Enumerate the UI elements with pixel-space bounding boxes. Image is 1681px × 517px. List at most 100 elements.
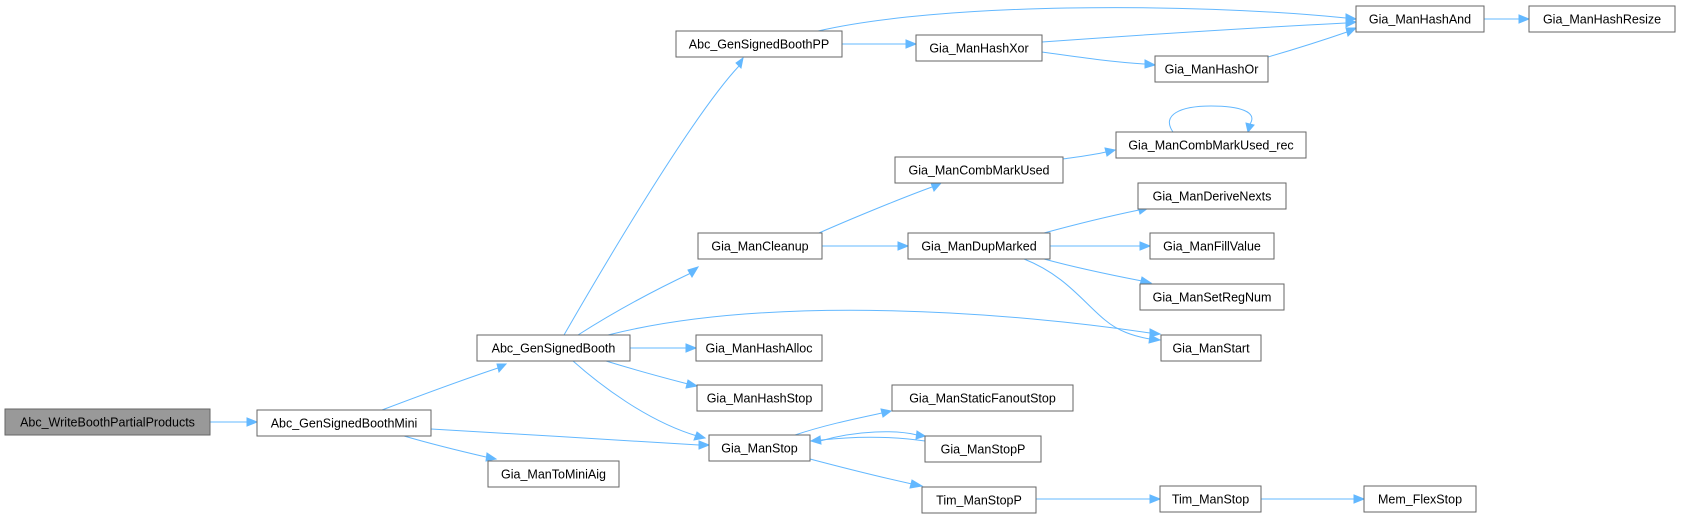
node-box[interactable] [1528, 5, 1676, 33]
edge-dupmarked-to-fillvalue [1050, 241, 1152, 251]
node-box[interactable] [907, 232, 1051, 260]
edge-line [1062, 151, 1107, 160]
node-hashalloc[interactable]: Gia_ManHashAlloc [695, 334, 823, 362]
node-label: Gia_ManStart [1172, 342, 1250, 356]
call-edges [210, 7, 1531, 504]
edge-arrowhead [1148, 334, 1162, 344]
node-timstop[interactable]: Tim_ManStop [1159, 485, 1262, 513]
edge-arrowhead [685, 379, 699, 389]
node-box[interactable] [1355, 5, 1485, 33]
edge-line [1043, 258, 1143, 282]
node-mini[interactable]: Abc_GenSignedBoothMini [256, 409, 432, 437]
node-box[interactable] [256, 409, 432, 437]
node-label: Gia_ManHashStop [707, 392, 813, 406]
edge-arrowhead [698, 440, 711, 450]
node-box[interactable] [1137, 182, 1287, 210]
edge-arrowhead [1144, 59, 1157, 69]
edge-line [1041, 51, 1146, 65]
node-combmarkused[interactable]: Gia_ManCombMarkUsed [894, 156, 1064, 184]
node-box[interactable] [915, 34, 1043, 62]
node-label: Gia_ManDupMarked [921, 240, 1036, 254]
edge-pp-to-hashxor [842, 39, 918, 49]
node-box[interactable] [696, 384, 823, 412]
node-hashor[interactable]: Gia_ManHashOr [1154, 55, 1269, 83]
node-box[interactable] [924, 435, 1042, 463]
edge-timstop-to-memflexstop [1261, 494, 1366, 504]
edge-booth-to-hashstop [605, 360, 699, 389]
edge-line [403, 435, 487, 458]
node-timstopp[interactable]: Tim_ManStopP [921, 486, 1037, 514]
edge-booth-to-cleanup [577, 266, 700, 336]
node-box[interactable] [1363, 485, 1477, 513]
node-label: Mem_FlexStop [1378, 493, 1462, 507]
edge-arrowhead [1353, 494, 1366, 504]
edge-line [818, 186, 933, 234]
edge-stopp-to-manstop [809, 435, 926, 445]
node-box[interactable] [894, 156, 1064, 184]
edge-arrowhead [909, 479, 924, 489]
edge-dupmarked-to-manstart [1023, 258, 1162, 344]
node-memflexstop[interactable]: Mem_FlexStop [1363, 485, 1477, 513]
node-root[interactable]: Abc_WriteBoothPartialProducts [4, 408, 211, 436]
edge-line [430, 428, 700, 446]
node-box[interactable] [695, 334, 823, 362]
node-box[interactable] [1154, 55, 1269, 83]
node-manstop[interactable]: Gia_ManStop [708, 434, 811, 462]
node-box[interactable] [1115, 131, 1307, 159]
node-hashstop[interactable]: Gia_ManHashStop [696, 384, 823, 412]
node-box[interactable] [921, 486, 1037, 514]
node-label: Gia_ManCleanup [711, 240, 808, 254]
edge-arrowhead [485, 452, 498, 462]
edge-line [605, 360, 689, 385]
node-box[interactable] [4, 408, 211, 436]
node-staticfanoutstop[interactable]: Gia_ManStaticFanoutStop [891, 384, 1074, 412]
node-label: Gia_ManDeriveNexts [1153, 190, 1272, 204]
node-box[interactable] [697, 232, 823, 260]
node-stopp[interactable]: Gia_ManStopP [924, 435, 1042, 463]
node-box[interactable] [708, 434, 811, 462]
node-label: Tim_ManStop [1172, 493, 1249, 507]
edge-arrowhead [809, 435, 822, 445]
node-manstart[interactable]: Gia_ManStart [1160, 334, 1262, 362]
node-box[interactable] [675, 30, 843, 58]
edge-mini-to-booth [381, 363, 508, 411]
edge-booth-to-manstart [607, 309, 1162, 338]
edge-line [794, 412, 883, 436]
node-booth[interactable]: Abc_GenSignedBooth [476, 334, 631, 362]
edge-mini-to-manstop [430, 428, 711, 450]
edge-dupmarked-to-setregnum [1043, 258, 1153, 286]
node-dupmarked[interactable]: Gia_ManDupMarked [907, 232, 1051, 260]
node-box[interactable] [476, 334, 631, 362]
edge-line [1041, 22, 1347, 43]
edge-line [809, 458, 913, 485]
node-tominiaig[interactable]: Gia_ManToMiniAig [487, 460, 620, 488]
edge-line [819, 431, 918, 442]
edge-hashor-to-hashand [1267, 27, 1358, 58]
edge-arrowhead [1345, 27, 1358, 37]
edge-arrowhead [1149, 494, 1162, 504]
edge-arrowhead [687, 266, 700, 278]
node-combmarkusedrec[interactable]: Gia_ManCombMarkUsed_rec [1115, 131, 1307, 159]
edge-line [820, 436, 926, 442]
edge-booth-to-pp [563, 56, 744, 336]
node-box[interactable] [1160, 334, 1262, 362]
edge-line [1267, 31, 1348, 58]
node-box[interactable] [1149, 232, 1275, 260]
node-derivenexts[interactable]: Gia_ManDeriveNexts [1137, 182, 1287, 210]
node-pp[interactable]: Abc_GenSignedBoothPP [675, 30, 843, 58]
edge-booth-to-manstop [572, 360, 707, 441]
node-setregnum[interactable]: Gia_ManSetRegNum [1139, 283, 1285, 311]
edge-manstop-to-timstopp [809, 458, 924, 489]
edge-arrowhead [1345, 18, 1358, 28]
node-hashand[interactable]: Gia_ManHashAnd [1355, 5, 1485, 33]
node-box[interactable] [487, 460, 620, 488]
edge-manstop-to-staticfanoutstop [794, 408, 893, 436]
edge-line [563, 65, 740, 336]
node-cleanup[interactable]: Gia_ManCleanup [697, 232, 823, 260]
node-box[interactable] [891, 384, 1074, 412]
node-hashxor[interactable]: Gia_ManHashXor [915, 34, 1043, 62]
node-box[interactable] [1159, 485, 1262, 513]
node-fillvalue[interactable]: Gia_ManFillValue [1149, 232, 1275, 260]
node-box[interactable] [1139, 283, 1285, 311]
node-hashresize[interactable]: Gia_ManHashResize [1528, 5, 1676, 33]
